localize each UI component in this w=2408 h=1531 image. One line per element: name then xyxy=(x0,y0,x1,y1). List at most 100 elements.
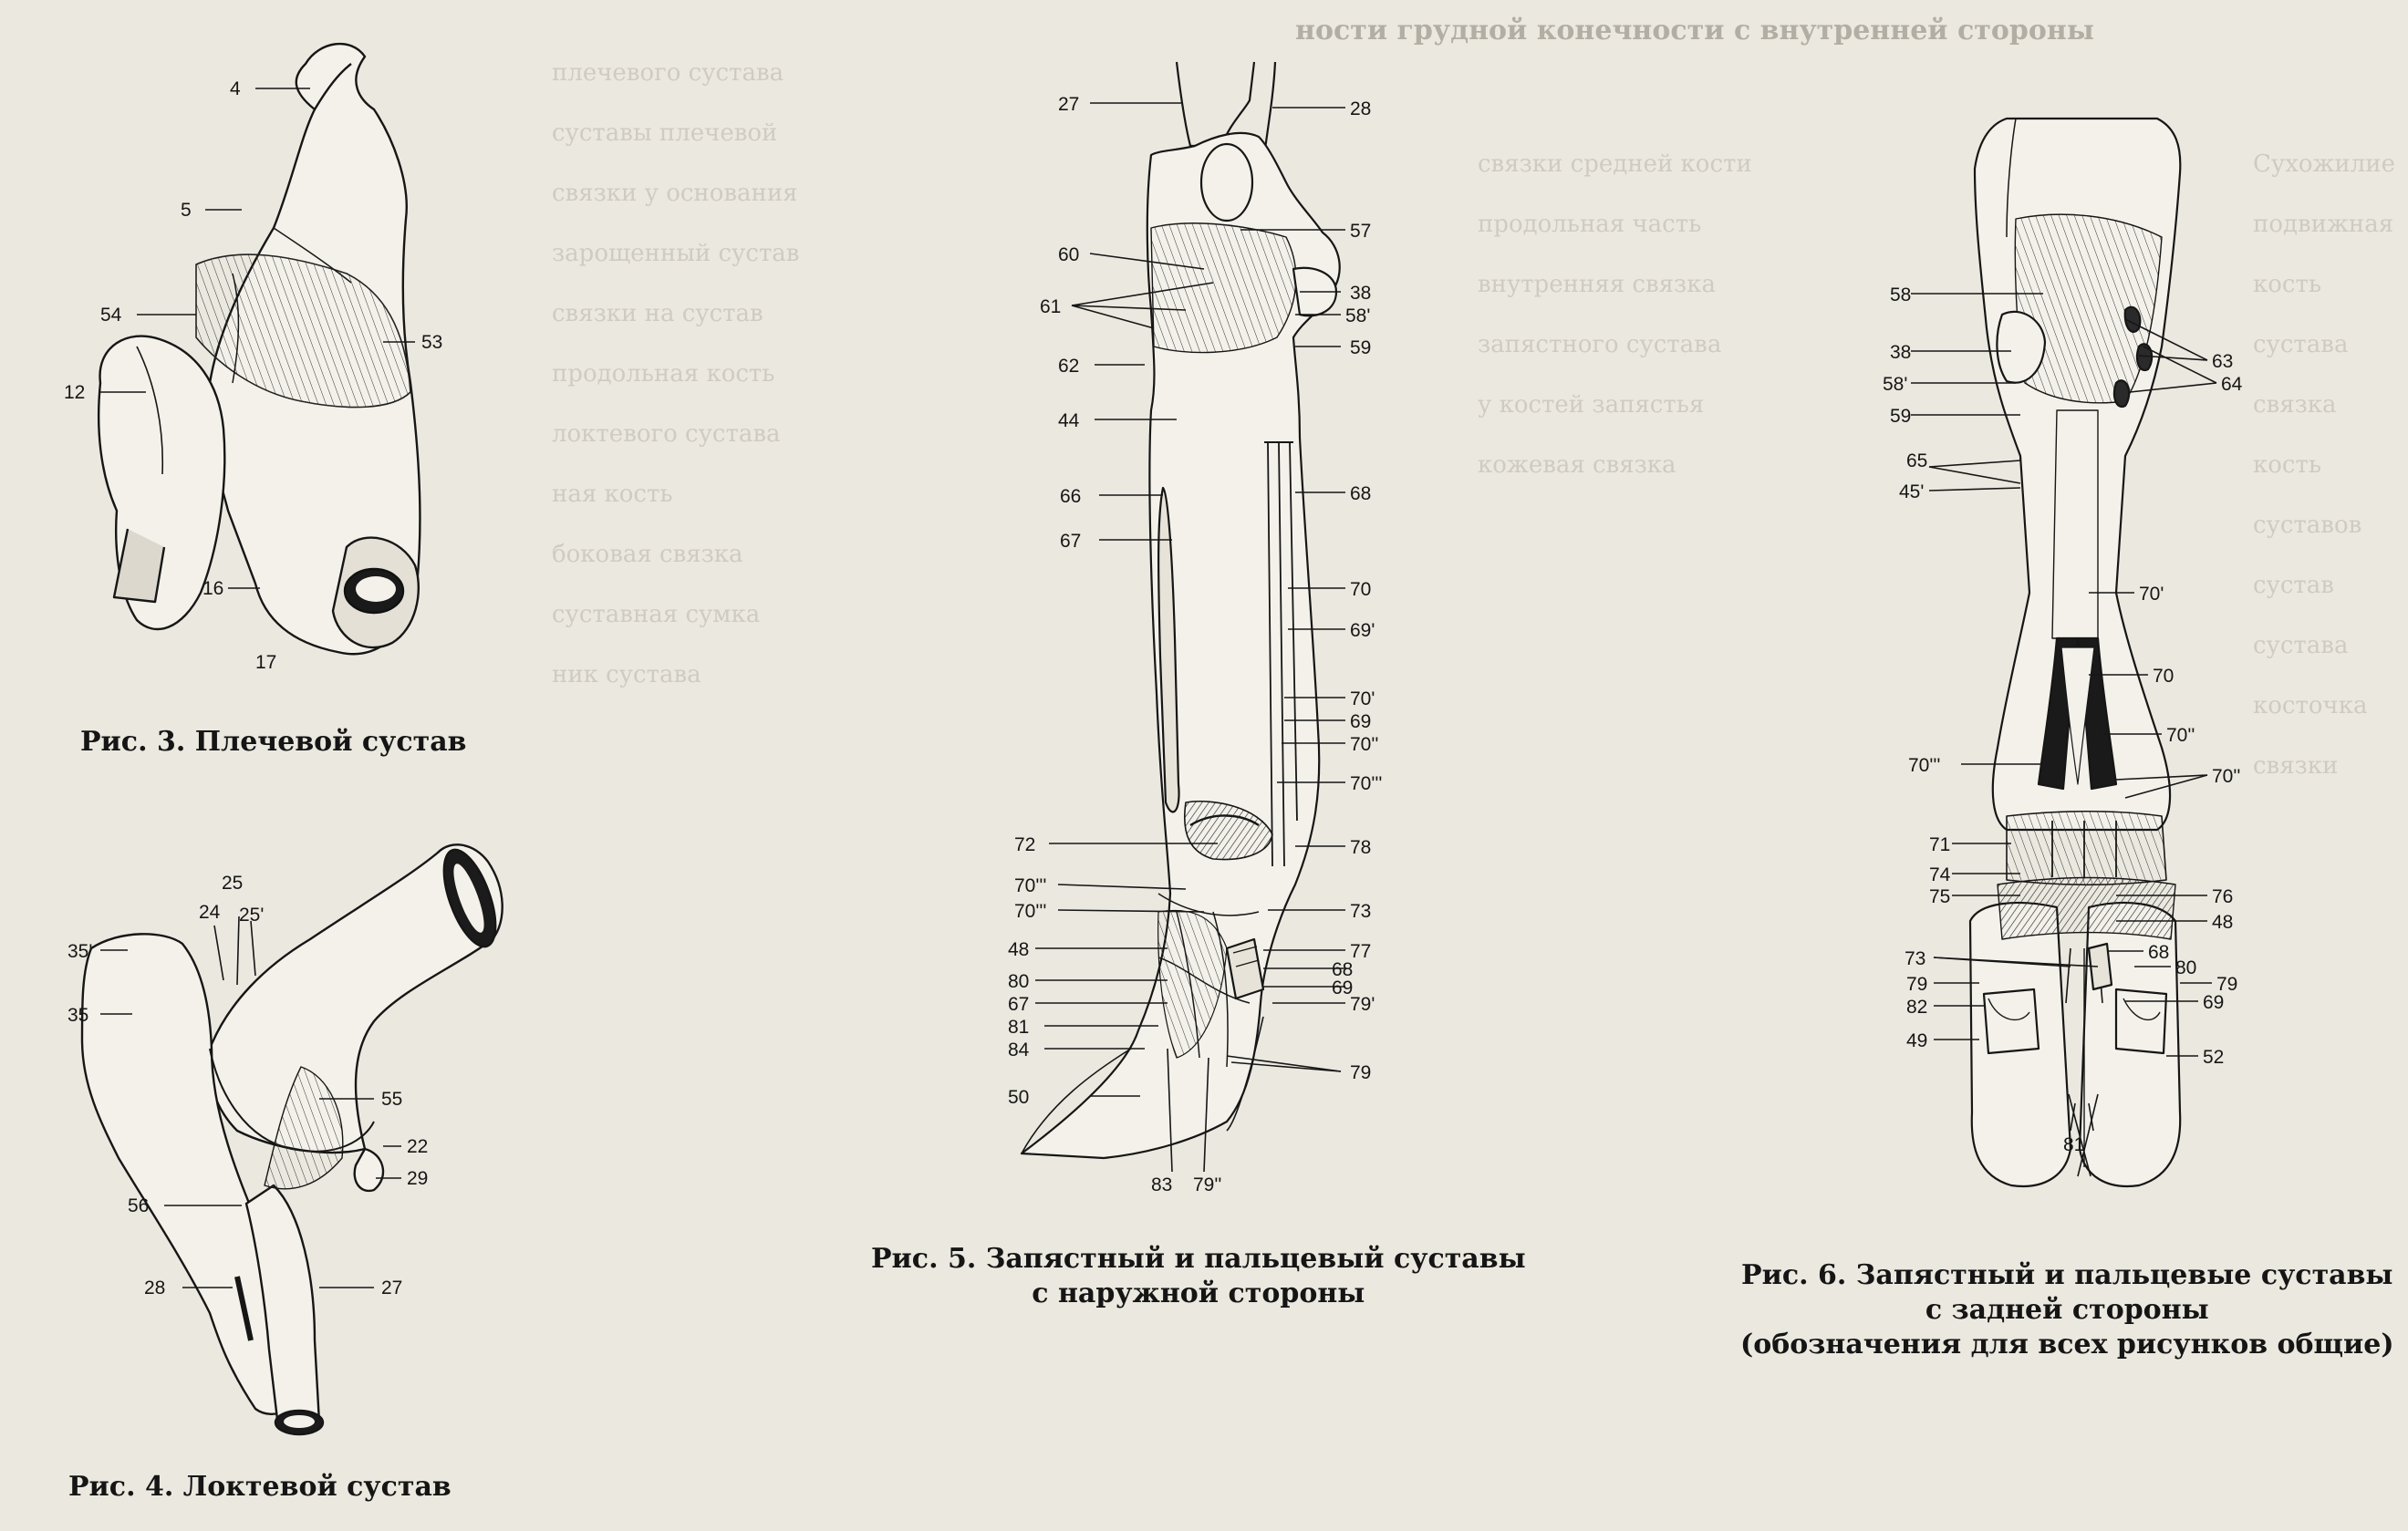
fig3-label-5: 5 xyxy=(181,200,192,221)
bg-col3-line: суставов xyxy=(2253,512,2362,539)
fig3-shoulder-joint xyxy=(97,42,421,656)
fig5-label-66: 66 xyxy=(1060,486,1081,507)
fig5-label-62: 62 xyxy=(1058,356,1079,377)
bg-col1-line: зарощенный сустав xyxy=(552,240,800,267)
fig5-label-67-b: 67 xyxy=(1008,994,1029,1015)
fig6-label-68: 68 xyxy=(2148,942,2169,963)
fig6-label-63: 63 xyxy=(2212,351,2233,372)
fig4-elbow-joint xyxy=(80,843,503,1436)
fig5-label-50: 50 xyxy=(1008,1087,1029,1108)
fig6-label-58-prime: 58' xyxy=(1883,374,1907,395)
fig6-label-70-double-prime-b: 70'' xyxy=(2212,766,2240,787)
fig5-labels xyxy=(1035,102,1345,1173)
fig5-label-78: 78 xyxy=(1350,837,1371,858)
fig6-label-58: 58 xyxy=(1890,284,1911,305)
fig6-label-79-left: 79 xyxy=(1906,974,1927,995)
fig6-carpal-digital-posterior xyxy=(1968,117,2182,1188)
bg-col2-line: запястного сустава xyxy=(1478,331,1722,358)
fig3-caption-text: Рис. 3. Плечевой сустав xyxy=(80,726,467,758)
bg-col1-line: ник сустава xyxy=(552,661,701,688)
fig6-label-48: 48 xyxy=(2212,912,2233,933)
fig5-label-28: 28 xyxy=(1350,98,1371,119)
fig6-label-59: 59 xyxy=(1890,406,1911,427)
fig5-label-70-triple-prime: 70''' xyxy=(1350,773,1382,794)
bg-col3-line: сустава xyxy=(2253,331,2349,358)
fig6-label-79-right: 79 xyxy=(2216,974,2237,995)
fig5-label-72: 72 xyxy=(1014,834,1035,855)
fig5-label-48: 48 xyxy=(1008,939,1029,960)
fig6-caption: Рис. 6. Запястный и пальцевые суставы с … xyxy=(1740,1258,2394,1362)
fig5-label-38: 38 xyxy=(1350,283,1371,304)
fig3-label-16: 16 xyxy=(202,578,223,599)
fig5-label-69-prime: 69' xyxy=(1350,620,1375,641)
bg-col1-line: локтевого сустава xyxy=(552,420,781,448)
fig5-caption: Рис. 5. Запястный и пальцевый суставы с … xyxy=(871,1242,1526,1311)
fig4-label-27: 27 xyxy=(381,1278,402,1298)
fig5-label-79-prime: 79' xyxy=(1350,994,1375,1015)
fig4-label-28: 28 xyxy=(144,1278,165,1298)
bg-col2-line: у костей запястья xyxy=(1478,391,1705,419)
bg-col3-line: сустав xyxy=(2253,572,2334,599)
fig6-label-52: 52 xyxy=(2203,1047,2224,1068)
bg-col1-line: суставы плечевой xyxy=(552,119,778,147)
fig5-caption-line-2: с наружной стороны xyxy=(1032,1278,1365,1309)
bg-col3-line: сустава xyxy=(2253,632,2349,659)
fig5-label-70-double-prime: 70'' xyxy=(1350,734,1378,755)
fig6-label-65: 65 xyxy=(1906,450,1927,471)
bg-col2-line: кожевая связка xyxy=(1478,451,1676,479)
fig6-label-69: 69 xyxy=(2203,992,2224,1013)
bg-col3-line: кость xyxy=(2253,271,2322,298)
fig4-label-22: 22 xyxy=(407,1136,428,1157)
fig3-labels xyxy=(100,88,415,589)
fig5-caption-line-1: Рис. 5. Запястный и пальцевый суставы xyxy=(871,1243,1526,1275)
fig3-label-12: 12 xyxy=(64,382,85,403)
fig4-label-55: 55 xyxy=(381,1089,402,1110)
fig6-label-70-triple-prime: 70''' xyxy=(1908,755,1940,776)
bg-col3-line: связка xyxy=(2253,391,2337,419)
fig3-label-54: 54 xyxy=(100,305,122,326)
fig4-label-29: 29 xyxy=(407,1168,428,1189)
bg-col3-line: Сухожилие xyxy=(2253,150,2395,178)
fig5-label-44: 44 xyxy=(1058,410,1080,431)
fig6-label-45-prime: 45' xyxy=(1899,481,1924,502)
fig6-labels xyxy=(1911,293,2217,1132)
bg-col1-line: связки у основания xyxy=(552,180,798,207)
fig5-label-81: 81 xyxy=(1008,1017,1029,1038)
bg-col3-line: кость xyxy=(2253,451,2322,479)
fig4-labels xyxy=(100,915,401,1288)
fig5-label-77: 77 xyxy=(1350,941,1371,962)
fig6-label-75: 75 xyxy=(1929,886,1950,907)
fig5-label-70-triple-prime-c: 70''' xyxy=(1014,901,1046,922)
fig5-label-79-double-prime: 79'' xyxy=(1193,1174,1221,1195)
bg-col2-line: продольная часть xyxy=(1478,211,1702,238)
bg-col3-line: подвижная xyxy=(2253,211,2394,238)
bg-col1-line: боковая связка xyxy=(552,541,743,568)
fig5-label-60: 60 xyxy=(1058,244,1079,265)
fig5-label-70: 70 xyxy=(1350,579,1371,600)
fig5-carpal-digital-lateral xyxy=(1020,61,1341,1160)
fig5-label-67: 67 xyxy=(1060,531,1081,552)
fig5-label-84: 84 xyxy=(1008,1040,1030,1060)
bg-col1-line: суставная сумка xyxy=(552,601,761,628)
fig5-label-70-triple-prime-b: 70''' xyxy=(1014,875,1046,896)
fig6-label-71: 71 xyxy=(1929,834,1950,855)
fig5-label-79: 79 xyxy=(1350,1062,1371,1083)
fig5-label-27: 27 xyxy=(1058,94,1079,115)
fig6-caption-line-2: с задней стороны xyxy=(1925,1294,2209,1326)
fig5-label-58-prime: 58' xyxy=(1345,305,1370,326)
bg-col1-line: продольная кость xyxy=(552,360,775,388)
fig6-label-80: 80 xyxy=(2175,957,2196,978)
fig6-label-70-double-prime: 70'' xyxy=(2166,725,2195,746)
bg-col1-line: связки на сустав xyxy=(552,300,763,327)
fig4-caption: Рис. 4. Локтевой сустав xyxy=(68,1470,452,1505)
fig4-label-56: 56 xyxy=(128,1195,149,1216)
fig5-label-68: 68 xyxy=(1350,483,1371,504)
bg-col1-line: плечевого сустава xyxy=(552,59,784,87)
fig5-label-69: 69 xyxy=(1350,711,1371,732)
fig5-label-69-b: 69 xyxy=(1332,978,1353,998)
bg-col3-line: связки xyxy=(2253,752,2339,780)
fig3-caption: Рис. 3. Плечевой сустав xyxy=(80,725,467,760)
bg-header: ности грудной конечности с внутренней ст… xyxy=(1295,15,2094,47)
fig6-caption-line-1: Рис. 6. Запястный и пальцевые суставы xyxy=(1741,1259,2393,1291)
